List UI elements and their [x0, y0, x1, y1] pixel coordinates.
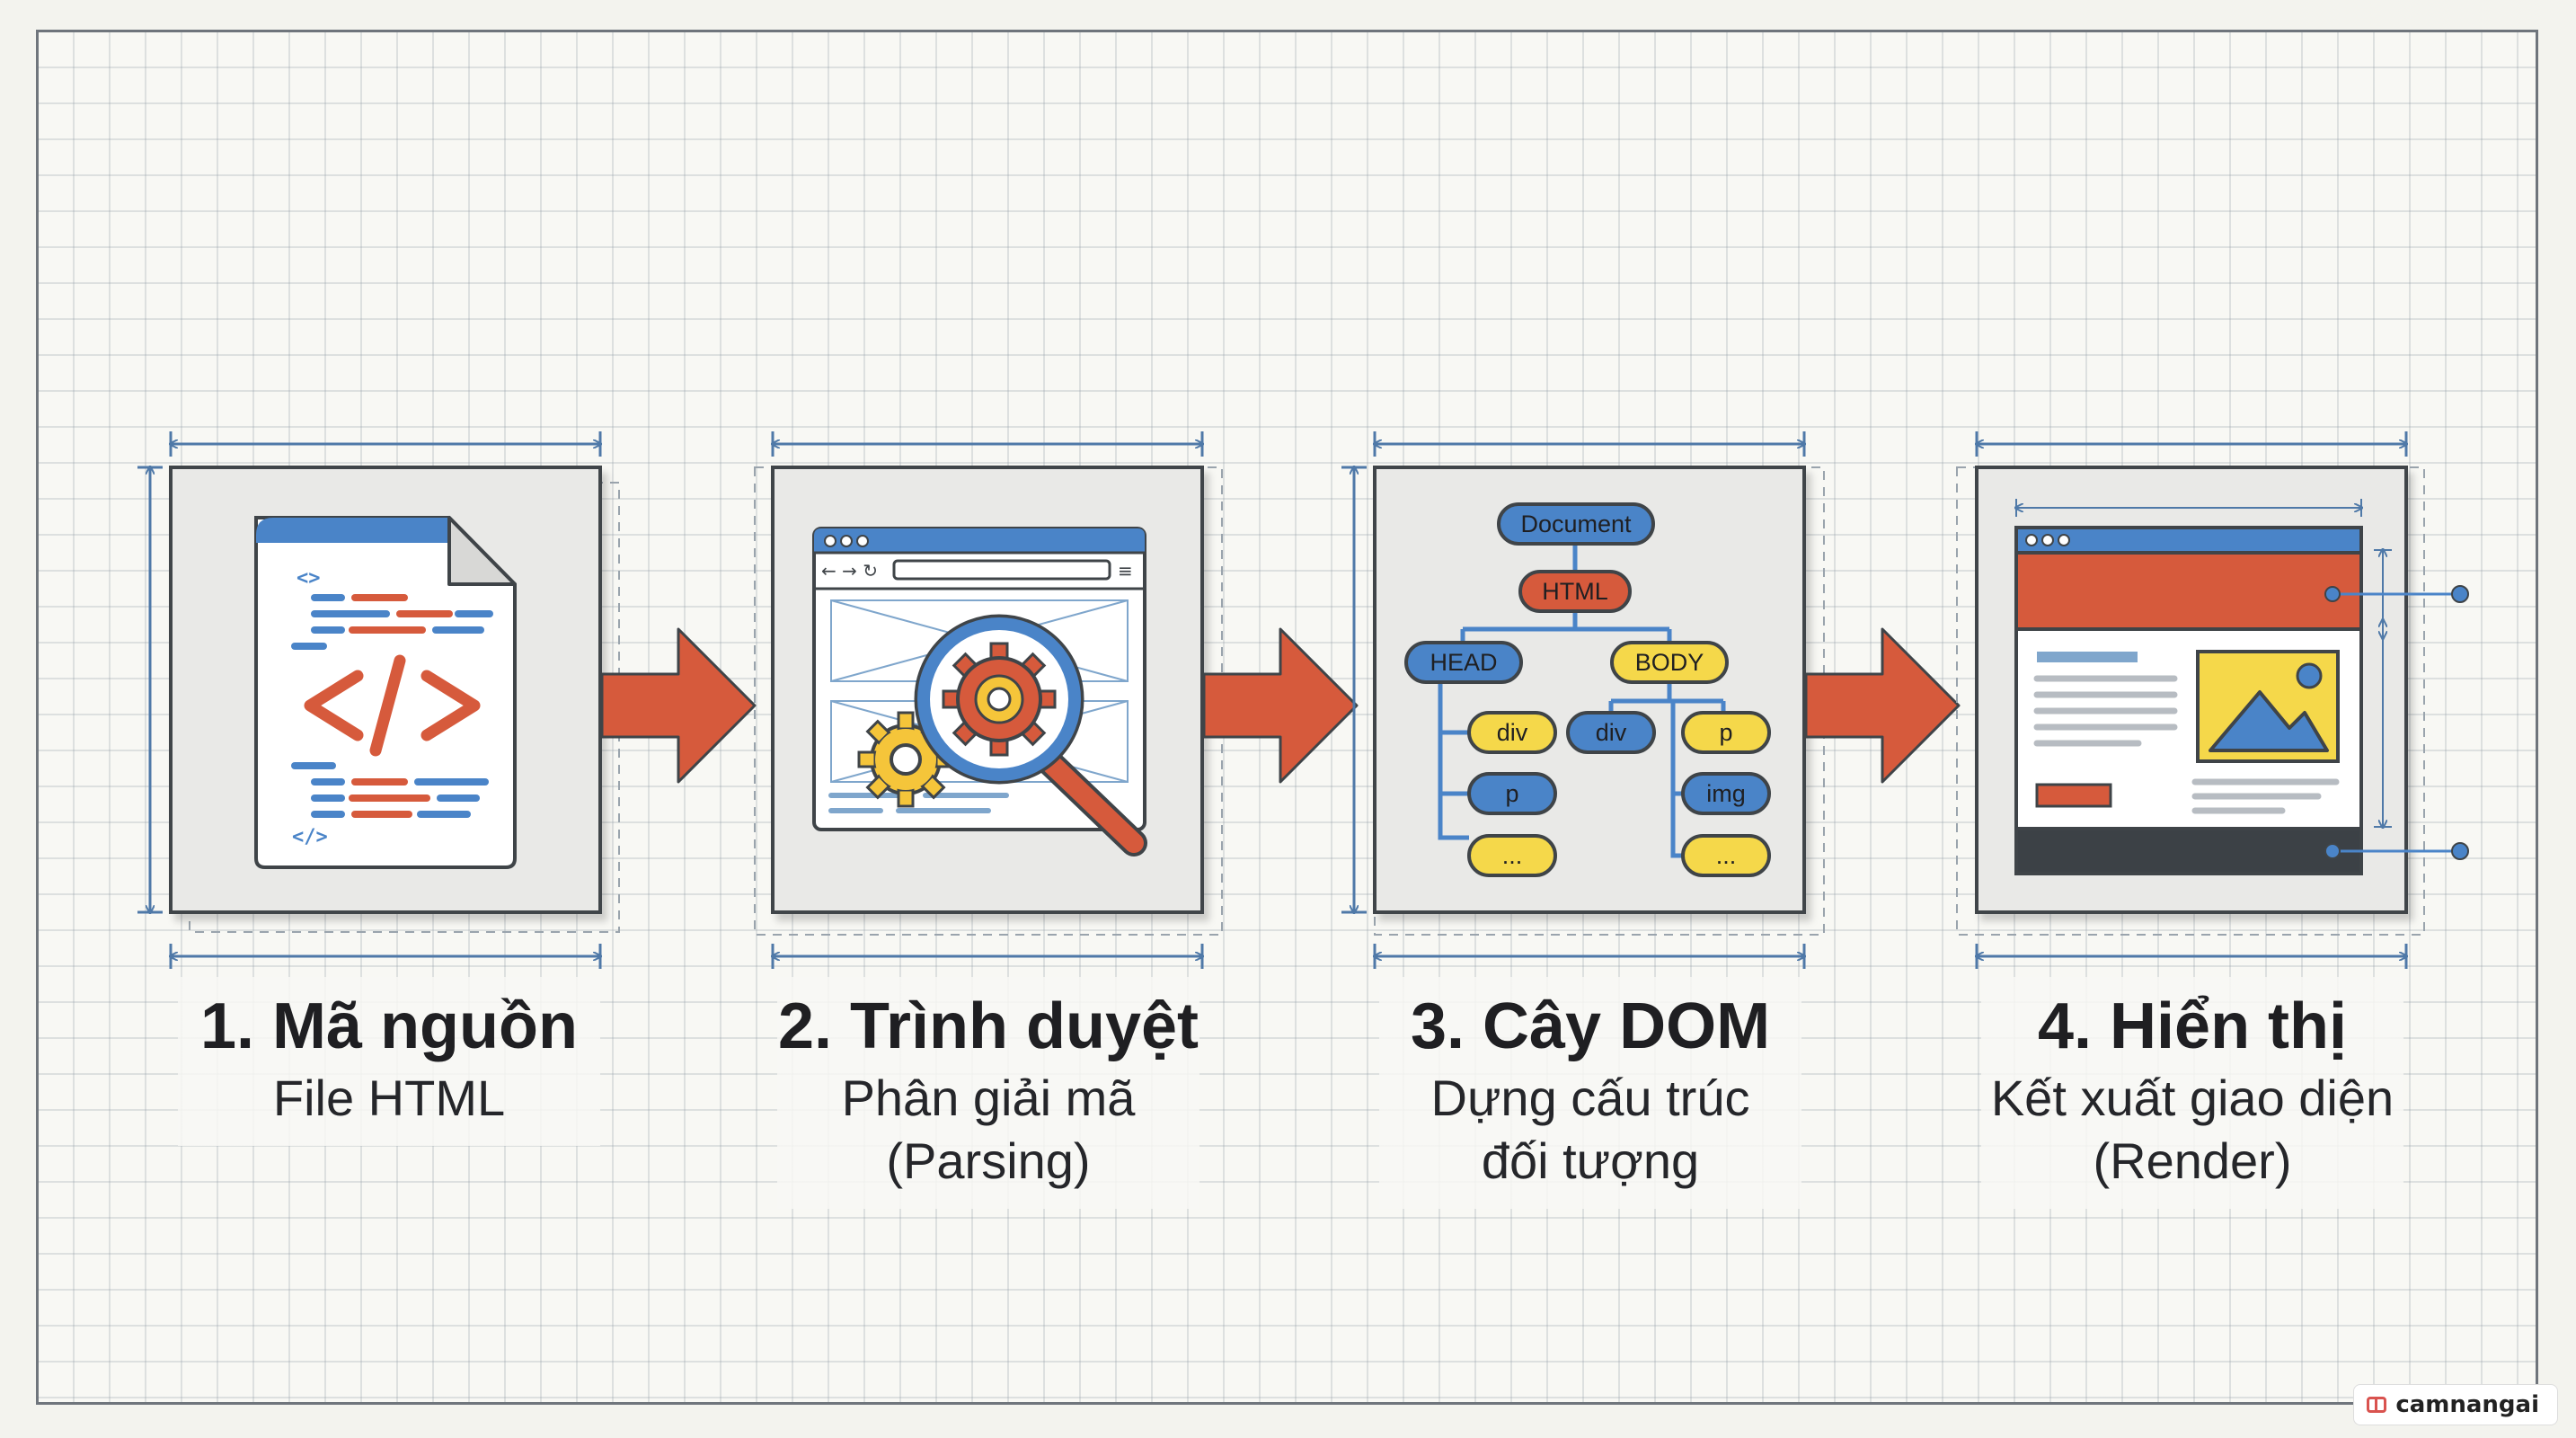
dom-node-label: img [1706, 780, 1746, 807]
dom-node-label: p [1719, 719, 1732, 746]
step-3-caption: 3. Cây DOM Dựng cấu trúc đối tượng [1379, 977, 1801, 1209]
svg-text:</>: </> [292, 826, 328, 848]
step-4-caption: 4. Hiển thị Kết xuất giao diện (Render) [1981, 977, 2403, 1209]
step-2-title: 2. Trình duyệt [777, 990, 1199, 1062]
watermark-badge[interactable]: camnangai [2353, 1384, 2558, 1425]
dom-node-body-more: ... [1681, 834, 1771, 877]
step-4-title: 4. Hiển thị [2037, 990, 2348, 1062]
step-3-panel: Document HTML HEAD BODY div p [1341, 431, 1825, 969]
step-2-caption: 2. Trình duyệt Phân giải mã (Parsing) [777, 977, 1199, 1209]
dom-node-head-label: HEAD [1430, 649, 1497, 676]
svg-text:← → ↻: ← → ↻ [821, 560, 878, 581]
dimension-lines [137, 431, 600, 969]
dom-node-body: BODY [1610, 641, 1729, 684]
dom-node-body-label: BODY [1635, 649, 1704, 676]
dom-node-body-img: img [1681, 772, 1771, 815]
flow-arrow-1 [600, 627, 757, 784]
dom-tree-icon: Document HTML HEAD BODY div p [1404, 502, 1771, 877]
step-1-caption: 1. Mã nguồn File HTML [178, 977, 600, 1146]
step-3-subtitle: Dựng cấu trúc đối tượng [1430, 1070, 1750, 1189]
step-1-title: 1. Mã nguồn [200, 990, 578, 1062]
dom-node-html: HTML [1518, 570, 1632, 613]
browser-parsing-icon: ← → ↻ ≡ [812, 527, 1147, 857]
step-1-panel: <> [137, 431, 620, 969]
flow-arrow-3 [1804, 627, 1961, 784]
step-4-subtitle: Kết xuất giao diện (Render) [1990, 1070, 2395, 1189]
step-2-panel: ← → ↻ ≡ [754, 431, 1223, 969]
dom-node-html-label: HTML [1542, 578, 1608, 605]
dom-node-head-more: ... [1467, 834, 1557, 877]
dom-node-head: HEAD [1404, 641, 1523, 684]
dom-node-label: p [1505, 780, 1518, 807]
dom-node-document-label: Document [1520, 510, 1632, 537]
image-placeholder-icon [2196, 650, 2340, 763]
svg-text:≡: ≡ [1118, 560, 1133, 581]
dom-node-body-div: div [1566, 711, 1656, 754]
dom-node-head-div: div [1467, 711, 1557, 754]
rendered-page-icon [2014, 499, 2469, 875]
flow-arrow-2 [1202, 627, 1359, 784]
html-file-icon: <> [254, 516, 517, 869]
book-icon [2367, 1397, 2387, 1413]
step-3-title: 3. Cây DOM [1410, 990, 1771, 1062]
dom-node-label: div [1596, 719, 1627, 746]
dom-node-body-p: p [1681, 711, 1771, 754]
step-1-subtitle: File HTML [272, 1070, 506, 1126]
watermark-text: camnangai [2395, 1391, 2539, 1418]
dom-node-label: ... [1716, 842, 1737, 869]
svg-text:<>: <> [297, 567, 321, 590]
step-4-panel [1956, 431, 2469, 969]
dom-node-label: ... [1502, 842, 1523, 869]
step-2-subtitle: Phân giải mã (Parsing) [841, 1070, 1136, 1189]
dom-node-document: Document [1497, 502, 1655, 546]
dom-node-head-p: p [1467, 772, 1557, 815]
dom-node-label: div [1497, 719, 1528, 746]
